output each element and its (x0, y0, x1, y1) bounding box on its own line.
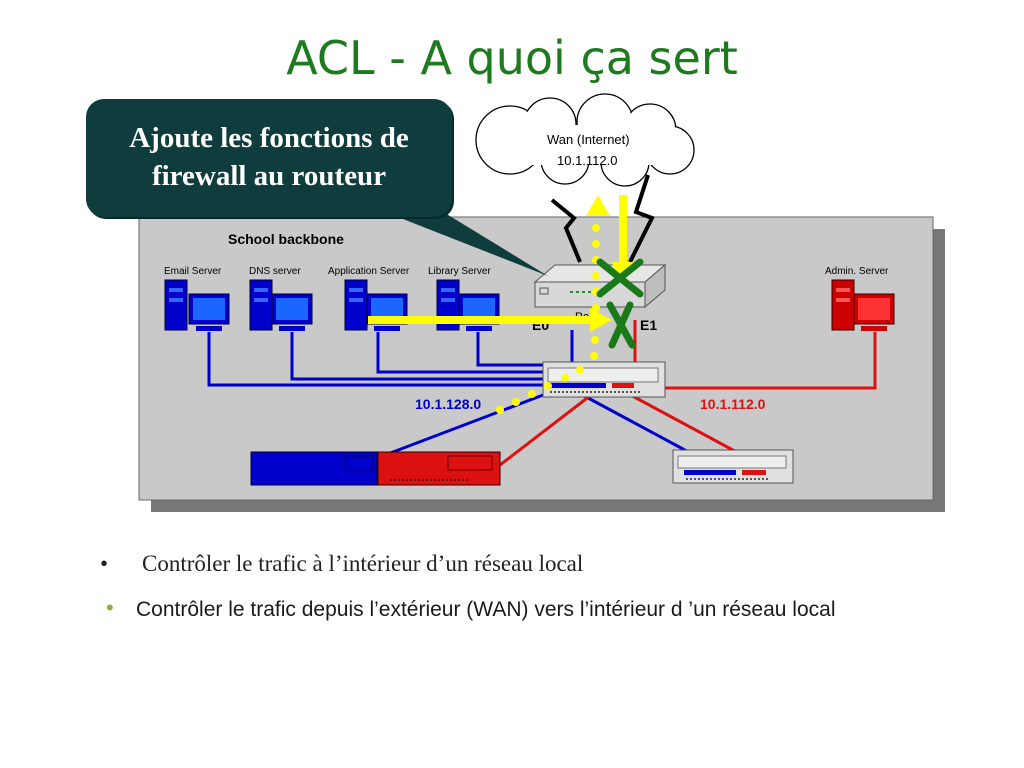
callout-box: Ajoute les fonctions de firewall au rout… (86, 99, 452, 217)
callout-pointer (380, 210, 548, 276)
block-icon (606, 301, 636, 349)
bullet-item: • Contrôler le trafic depuis l’extérieur… (106, 595, 936, 621)
block-icon (596, 258, 644, 298)
library-server-label: Library Server (428, 266, 491, 277)
traffic-lan-arrowhead (590, 308, 612, 332)
bullet-marker: • (100, 551, 109, 576)
dns-server-label: DNS server (249, 266, 301, 277)
bullet-marker: • (106, 595, 114, 620)
port-e1-label: E1 (640, 317, 657, 333)
bullet-item: • Contrôler le trafic à l’intérieur d’un … (100, 551, 980, 577)
slide-title: ACL - A quoi ça sert (286, 31, 738, 85)
email-server (164, 279, 230, 331)
traffic-up-arrowhead (586, 195, 610, 216)
application-server (344, 279, 408, 331)
application-server-label: Application Server (328, 266, 410, 277)
bullet-text: Contrôler le trafic depuis l’extérieur (… (136, 598, 836, 621)
bullet-text: Contrôler le trafic à l’intérieur d’un r… (142, 551, 584, 576)
central-switch (542, 361, 666, 398)
admin-server-label: Admin. Server (825, 266, 889, 277)
net-right-label: 10.1.112.0 (700, 396, 766, 412)
cloud-network: 10.1.112.0 (557, 153, 617, 168)
wan-cloud (475, 93, 695, 187)
wan-link-right (628, 174, 655, 263)
wan-link-left (550, 198, 582, 263)
bottom-switch-right (672, 449, 794, 484)
dns-server (249, 279, 313, 331)
router (533, 263, 667, 309)
cloud-label: Wan (Internet) (547, 132, 630, 147)
net-left-label: 10.1.128.0 (415, 396, 481, 412)
bottom-switch-blue (250, 451, 378, 486)
bottom-switch-red (377, 451, 501, 486)
callout-text: Ajoute les fonctions de firewall au rout… (129, 122, 409, 192)
admin-server (831, 279, 895, 331)
backbone-label: School backbone (228, 231, 344, 247)
email-server-label: Email Server (164, 266, 222, 277)
